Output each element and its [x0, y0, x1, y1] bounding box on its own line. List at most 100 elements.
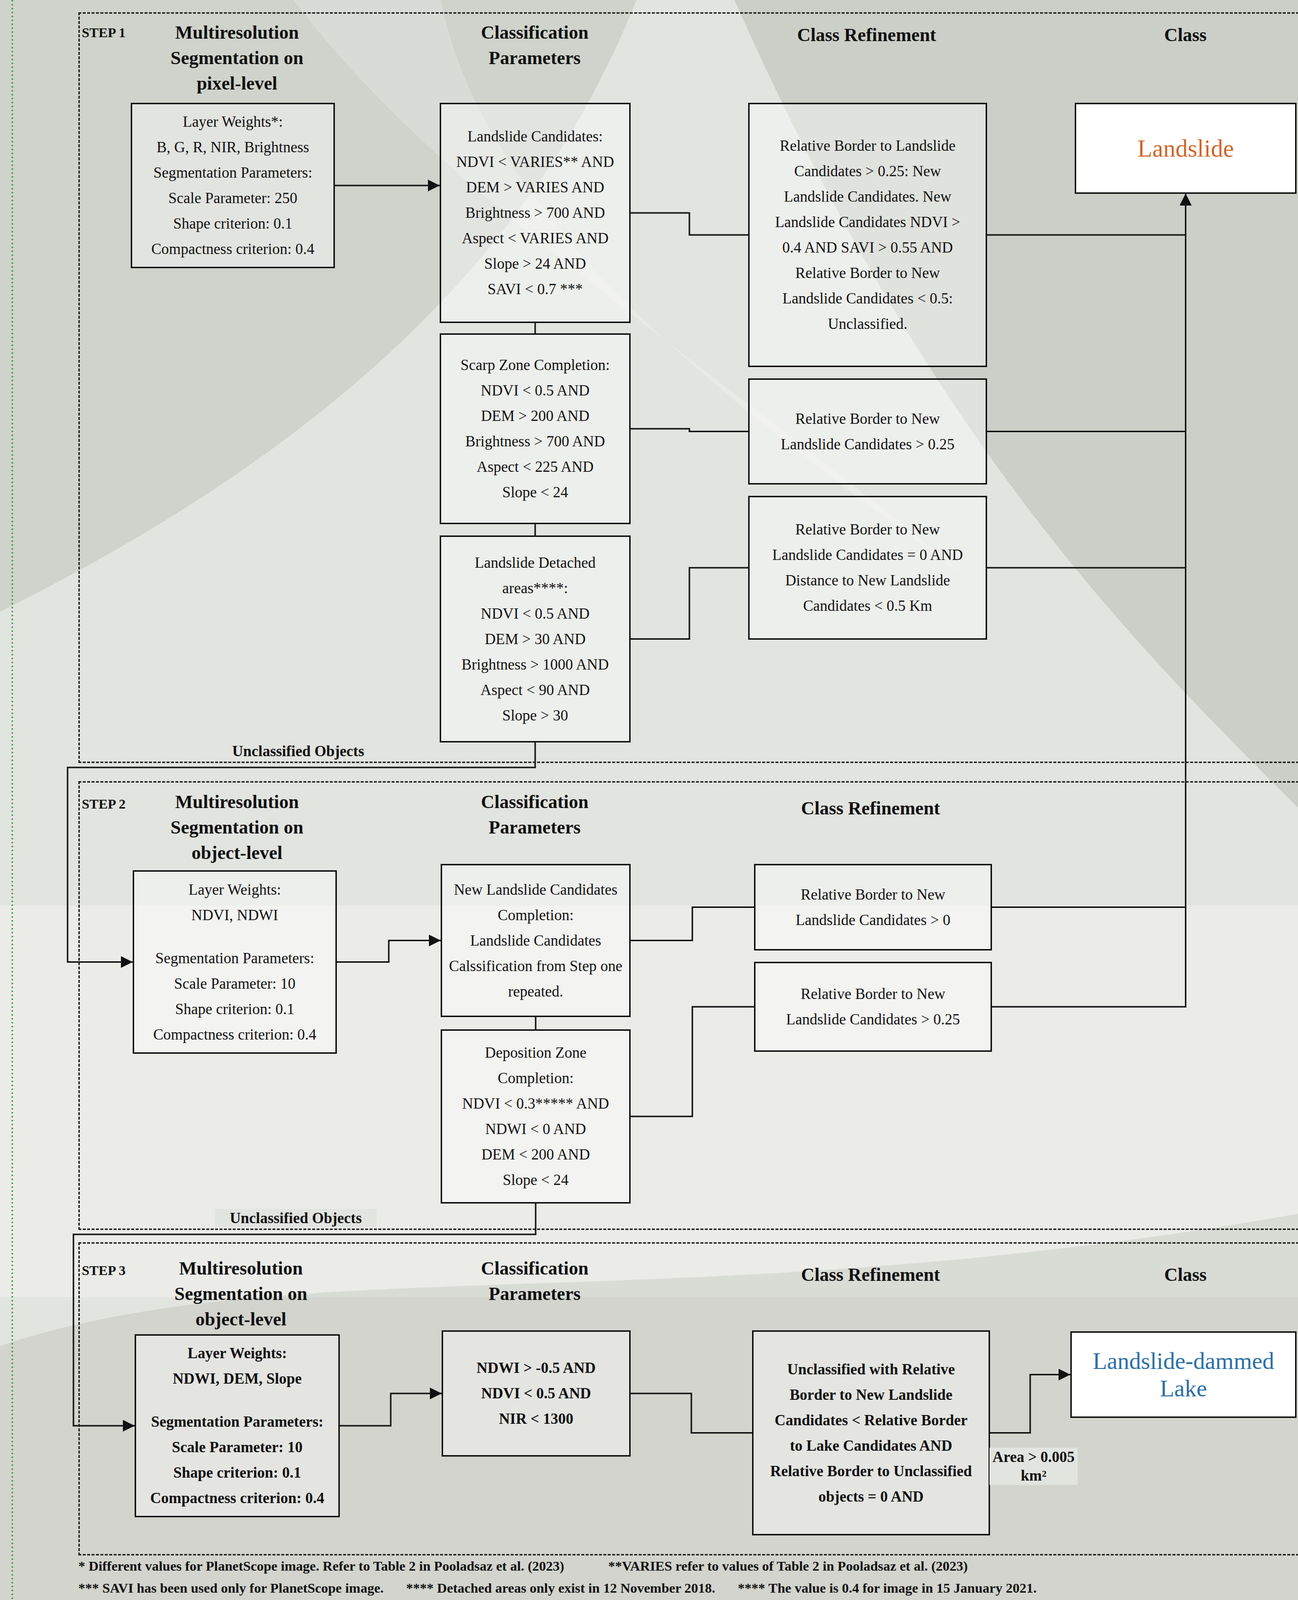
column-heading: Classification Parameters — [456, 19, 614, 71]
box-text: Brightness > 700 AND — [448, 428, 623, 455]
connector — [987, 193, 1186, 432]
box-text: DEM > 200 AND — [448, 403, 623, 429]
box-text: NIR < 1300 — [452, 1406, 620, 1433]
lake-water — [0, 905, 1298, 1298]
connector — [630, 1007, 755, 1117]
column-heading: Multiresolution Segmentation on object-l… — [148, 789, 326, 866]
box-text: Landslide Candidates: — [448, 123, 623, 150]
process-box: Relative Border to New Landslide Candida… — [754, 864, 992, 951]
box-text: DEM > VARIES AND — [448, 174, 623, 201]
connector — [339, 1393, 442, 1427]
edge-label: Unclassified Objects — [217, 742, 379, 761]
class-box: Landslide-dammed Lake — [1070, 1331, 1297, 1419]
box-text: Slope < 24 — [448, 479, 623, 506]
box-text: Aspect < 225 AND — [448, 454, 623, 480]
box-text: New Landslide Candidates Completion: — [448, 877, 623, 929]
hill-shape — [0, 1214, 1298, 1600]
class-name: Landslide-dammed Lake — [1076, 1347, 1291, 1403]
process-box: Layer Weights:NDWI, DEM, SlopeSegmentati… — [134, 1334, 340, 1518]
box-text: Compactness criterion: 0.4 — [141, 236, 324, 262]
hill-shape — [0, 0, 637, 613]
box-text: Relative Border to New Landslide Candida… — [764, 406, 971, 458]
box-text: Relative Border to New Landslide Candida… — [770, 981, 976, 1033]
box-text: B, G, R, NIR, Brightness — [141, 134, 324, 161]
box-text: Aspect < 90 AND — [448, 677, 623, 704]
column-heading: Class Refinement — [744, 22, 990, 48]
box-text: Segmentation Parameters: — [142, 1409, 332, 1436]
connector — [534, 524, 537, 536]
box-text: Segmentation Parameters: — [143, 945, 326, 972]
edge-label: Area > 0.005 km² — [989, 1448, 1078, 1486]
box-text: Slope < 24 — [448, 1167, 623, 1194]
box-text: Scarp Zone Completion: — [448, 352, 623, 378]
connector — [630, 907, 755, 942]
box-text: NDWI < 0 AND — [448, 1116, 623, 1143]
connector — [990, 1375, 1071, 1434]
hill-shape — [734, 0, 1298, 808]
box-text: Segmentation Parameters: — [141, 160, 324, 186]
box-text: Relative Border to New Landslide Candida… — [764, 517, 971, 619]
box-text: Compactness criterion: 0.4 — [143, 1022, 326, 1048]
box-text: Aspect < VARIES AND — [448, 225, 623, 252]
box-text: DEM < 200 AND — [448, 1142, 623, 1168]
connector — [630, 428, 749, 432]
box-text: NDVI < 0.3***** AND — [448, 1091, 623, 1117]
step-label: STEP 2 — [81, 795, 190, 814]
box-text: Shape criterion: 0.1 — [141, 211, 324, 237]
process-box: Deposition Zone Completion:NDVI < 0.3***… — [440, 1029, 631, 1204]
box-text: NDWI > -0.5 AND — [452, 1355, 620, 1382]
column-heading: Class — [1111, 22, 1259, 48]
process-box: Scarp Zone Completion:NDVI < 0.5 ANDDEM … — [439, 333, 631, 525]
box-text: Compactness criterion: 0.4 — [142, 1486, 332, 1512]
box-text: NDVI < 0.5 AND — [448, 601, 623, 627]
connector — [630, 1393, 753, 1434]
process-box: NDWI > -0.5 ANDNDVI < 0.5 ANDNIR < 1300 — [441, 1330, 631, 1458]
connector — [534, 323, 537, 334]
box-text: Scale Parameter: 10 — [143, 971, 326, 997]
column-heading: Classification Parameters — [456, 789, 614, 841]
process-box: Layer Weights:NDVI, NDWI Segmentation Par… — [132, 870, 337, 1055]
box-text: Scale Parameter: 10 — [142, 1435, 332, 1461]
box-text: Brightness > 1000 AND — [448, 652, 623, 678]
dotted-edge-line — [11, 0, 14, 1600]
box-text: Brightness > 700 AND — [448, 200, 623, 226]
connector — [987, 193, 1186, 568]
process-box: Landslide Candidates:NDVI < VARIES** AND… — [439, 102, 631, 324]
box-text: Layer Weights: — [143, 877, 326, 903]
box-text: NDVI < VARIES** AND — [448, 149, 623, 175]
connector — [334, 185, 440, 187]
footnote-row: * Different values for PlanetScope image… — [78, 1558, 968, 1576]
edge-label: Unclassified Objects — [214, 1209, 377, 1228]
footnote: * Different values for PlanetScope image… — [78, 1558, 565, 1576]
column-heading: Multiresolution Segmentation on pixel-le… — [148, 19, 326, 96]
step-panel: Layer Weights:NDWI, DEM, SlopeSegmentati… — [78, 1242, 1298, 1557]
box-text: NDVI < 0.5 AND — [448, 377, 623, 404]
box-text: Slope > 24 AND — [448, 251, 623, 277]
connector — [535, 1017, 537, 1030]
footnote-row: *** SAVI has been used only for PlanetSc… — [78, 1580, 1037, 1598]
box-text: NDWI, DEM, Slope — [142, 1366, 332, 1393]
process-box: Landslide Detached areas****:NDVI < 0.5 … — [439, 535, 631, 743]
box-text: Landslide Detached areas****: — [448, 550, 623, 602]
footnote: *** SAVI has been used only for PlanetSc… — [78, 1580, 384, 1598]
box-text: NDVI < 0.5 AND — [452, 1381, 620, 1407]
footnote: **** Detached areas only exist in 12 Nov… — [406, 1580, 716, 1598]
box-text: Scale Parameter: 250 — [141, 185, 324, 212]
class-name: Landslide — [1081, 133, 1291, 164]
box-text: DEM > 30 AND — [448, 626, 623, 653]
column-heading: Class Refinement — [748, 1262, 993, 1288]
step-panel: Layer Weights:NDVI, NDWI Segmentation Par… — [78, 781, 1298, 1231]
step-label: STEP 1 — [81, 23, 190, 42]
process-box: New Landslide Candidates Completion:Land… — [440, 864, 631, 1018]
process-box: Unclassified with Relative Border to New… — [752, 1330, 991, 1536]
footnote: **** The value is 0.4 for image in 15 Ja… — [737, 1580, 1037, 1598]
class-box: Landslide — [1074, 102, 1297, 194]
process-box: Layer Weights*:B, G, R, NIR, BrightnessS… — [130, 102, 335, 269]
connector — [630, 567, 749, 640]
connector — [630, 212, 749, 236]
box-text: NDVI, NDWI — [143, 902, 326, 929]
box-text: Unclassified with Relative Border to New… — [768, 1357, 974, 1511]
box-text: Deposition Zone Completion: — [448, 1040, 623, 1092]
